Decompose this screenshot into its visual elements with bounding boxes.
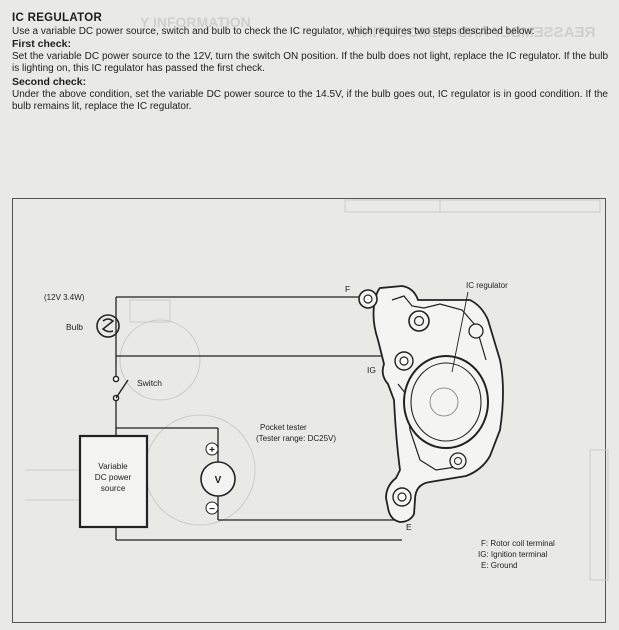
terminal-ig-label: IG	[367, 365, 376, 375]
dc-power-source-box	[78, 434, 149, 529]
legend-f: F: Rotor coil terminal	[481, 539, 555, 548]
dc-source-label-line-1: Variable	[98, 462, 128, 471]
terminal-f-label: F	[345, 284, 350, 294]
pocket-tester-symbol	[200, 442, 236, 515]
ic-regulator-label: IC regulator	[466, 281, 508, 290]
switch-symbol	[112, 375, 129, 402]
dc-source-label-line-3: source	[101, 484, 126, 493]
diagram-frame	[12, 198, 606, 623]
tester-plus-terminal: +	[209, 445, 215, 456]
legend-e: E: Ground	[481, 561, 517, 570]
tester-range-label: (Tester range: DC25V)	[256, 434, 336, 443]
switch-label: Switch	[137, 378, 162, 388]
dc-source-label-line-2: DC power	[95, 473, 132, 482]
tester-label: Pocket tester	[260, 423, 307, 432]
legend-ig: IG: Ignition terminal	[478, 550, 548, 559]
terminal-e-label: E	[406, 522, 412, 532]
voltmeter-symbol-v: V	[215, 475, 222, 486]
second-check-paragraph: Under the above condition, set the varia…	[12, 88, 608, 113]
tester-minus-terminal: −	[209, 504, 215, 515]
first-check-paragraph: Set the variable DC power source to the …	[12, 50, 608, 75]
second-check-heading: Second check:	[12, 75, 87, 88]
section-title: IC REGULATOR	[12, 12, 103, 24]
bleed-through-text: Y INFORMATION	[140, 14, 251, 30]
bulb-label: Bulb	[66, 322, 83, 332]
instructions: IC REGULATOR Use a variable DC power sou…	[12, 12, 608, 114]
background-ghost-art	[25, 199, 609, 581]
bulb-symbol	[96, 314, 120, 338]
intro-paragraph: Use a variable DC power source, switch a…	[12, 25, 535, 37]
wires	[115, 296, 403, 541]
first-check-heading: First check:	[12, 38, 71, 51]
bulb-rating-label: (12V 3.4W)	[44, 293, 85, 302]
ic-regulator-drawing	[358, 285, 504, 523]
